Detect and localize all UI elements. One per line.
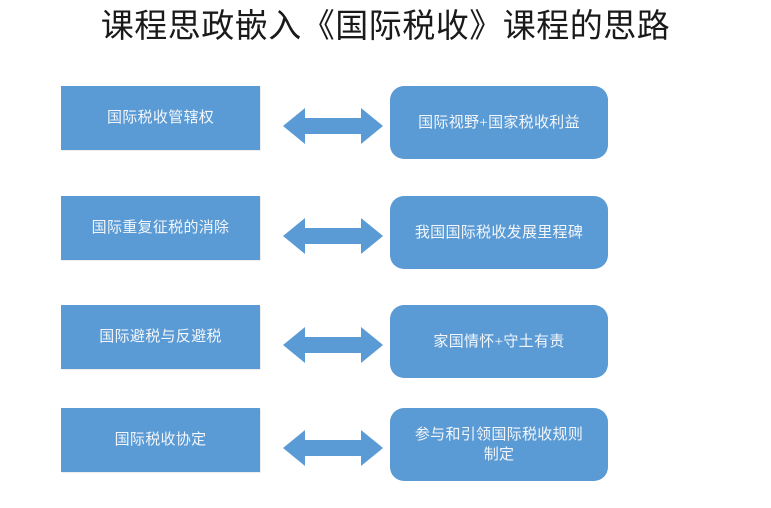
double-headed-arrow-icon [283, 215, 383, 257]
double-headed-arrow-icon [283, 105, 383, 147]
page-title: 课程思政嵌入《国际税收》课程的思路 [100, 9, 671, 45]
diagram-row: 国际税收管辖权 国际视野+国家税收利益 [0, 86, 771, 186]
course-topic-box[interactable]: 国际避税与反避税 [61, 305, 260, 369]
course-topic-box[interactable]: 国际重复征税的消除 [61, 196, 260, 260]
diagram-row: 国际避税与反避税 家国情怀+守土有责 [0, 305, 771, 405]
diagram-row: 国际重复征税的消除 我国国际税收发展里程碑 [0, 196, 771, 296]
ideology-goal-box[interactable]: 参与和引领国际税收规则制定 [390, 408, 608, 481]
double-headed-arrow-icon [283, 427, 383, 469]
course-mapping-diagram: 国际税收管辖权 国际视野+国家税收利益 国际重复征税的消除 我国国际税收发展里程… [0, 60, 771, 488]
course-topic-box[interactable]: 国际税收协定 [61, 408, 260, 472]
ideology-goal-box[interactable]: 我国国际税收发展里程碑 [390, 196, 608, 269]
ideology-goal-box[interactable]: 国际视野+国家税收利益 [390, 86, 608, 159]
ideology-goal-box[interactable]: 家国情怀+守土有责 [390, 305, 608, 378]
course-topic-box[interactable]: 国际税收管辖权 [61, 86, 260, 150]
diagram-row: 国际税收协定 参与和引领国际税收规则制定 [0, 408, 771, 508]
double-headed-arrow-icon [283, 324, 383, 366]
